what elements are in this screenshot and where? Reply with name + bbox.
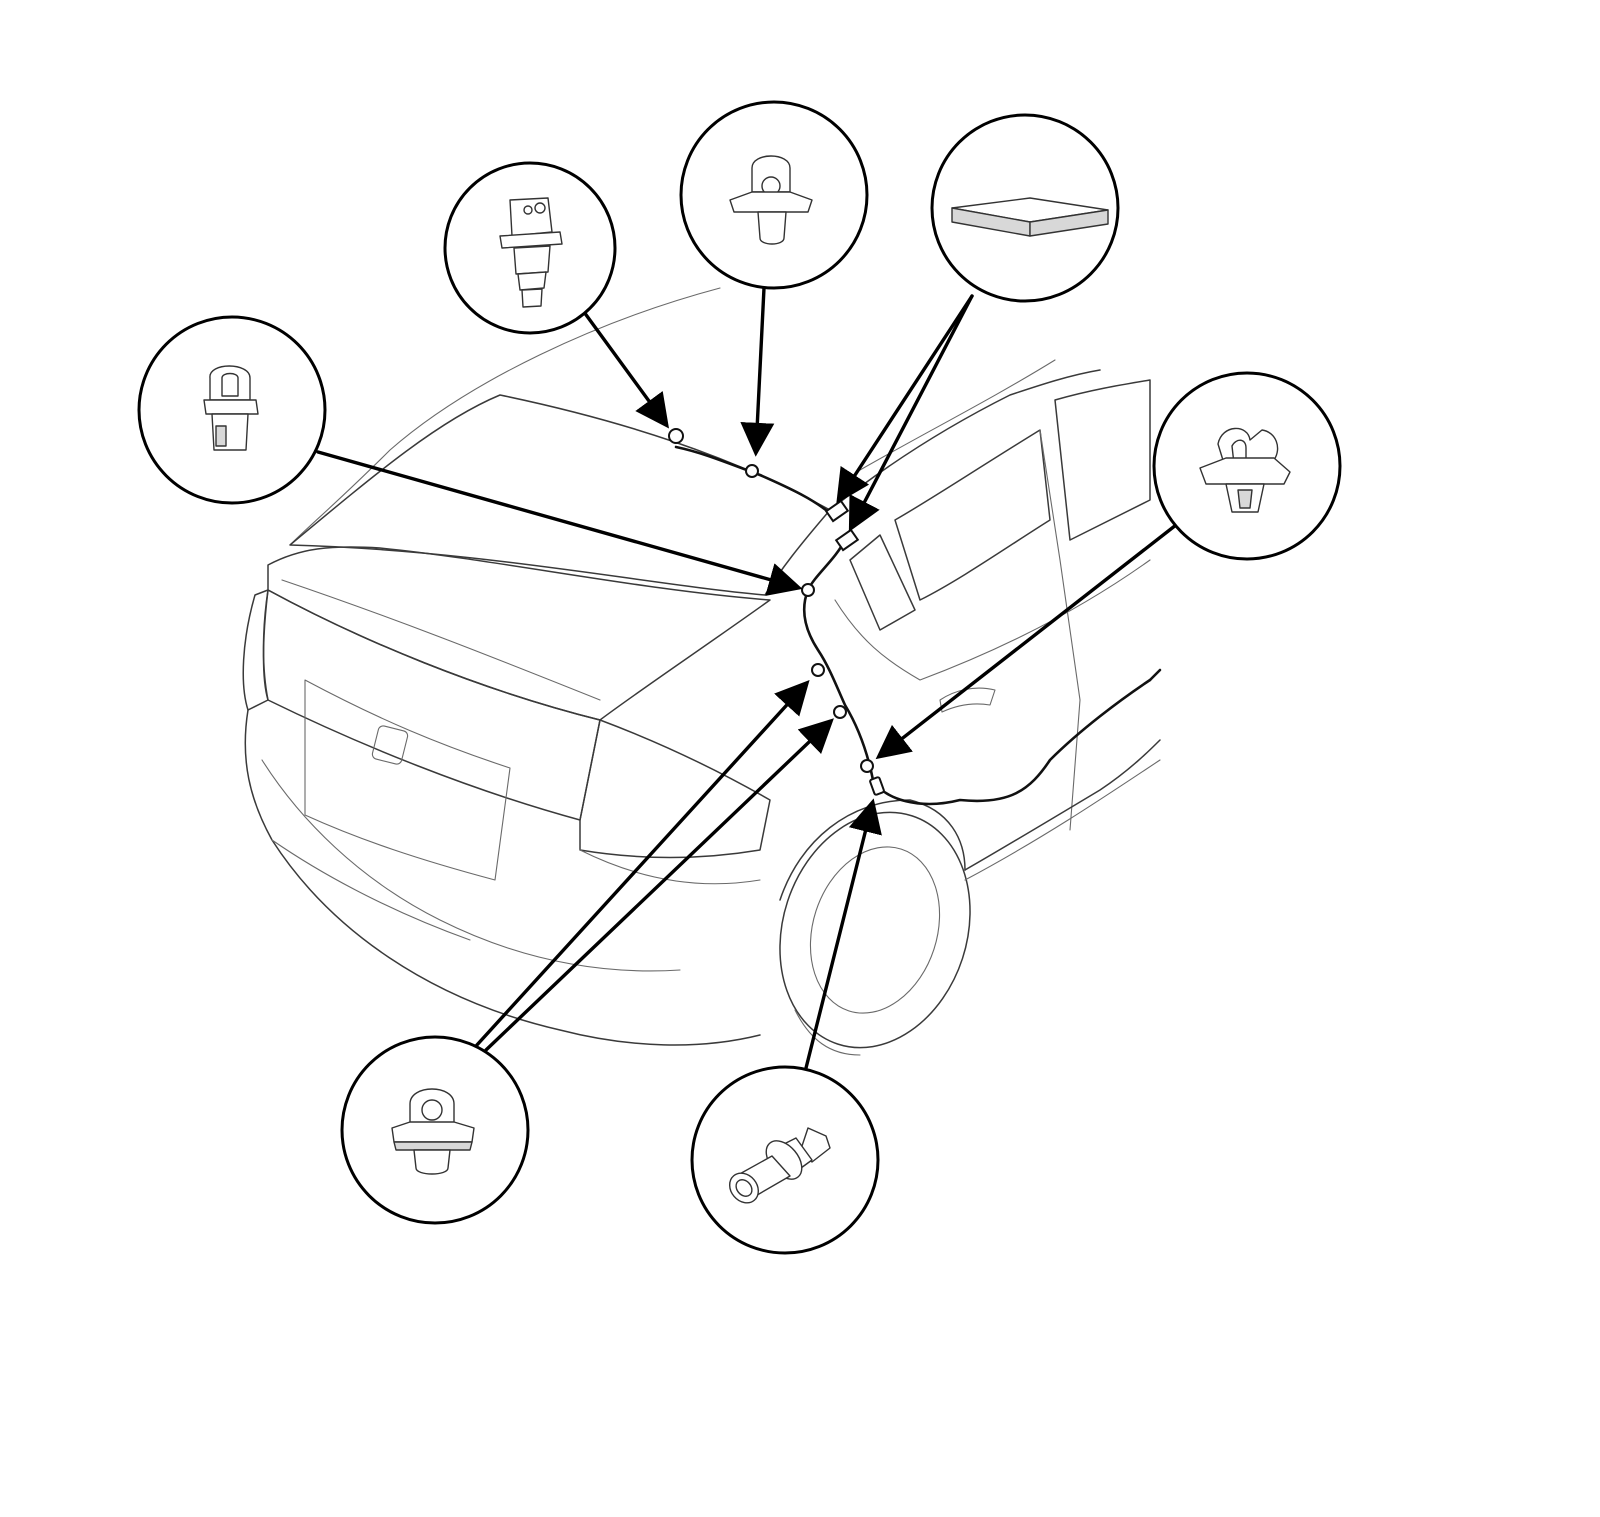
callout-top-clip: [679, 100, 869, 290]
leader-top-clip: [740, 286, 775, 457]
hose-clamp-icon: [203, 365, 259, 451]
foam-cushion-icon: [951, 197, 1109, 237]
route-clip-upper-left: [801, 583, 815, 597]
leader-nozzle: [582, 310, 670, 429]
route-clip-mid-1: [811, 663, 825, 677]
leader-lower-clip-a: [474, 679, 810, 1048]
callout-foam-pad: [930, 113, 1120, 303]
leader-lower-clip-b: [484, 718, 834, 1052]
hose-clamp-icon-side: [1199, 427, 1291, 513]
washer-hose-route: [668, 428, 1162, 806]
nozzle-marker: [668, 428, 684, 444]
leader-joint: [801, 798, 882, 1082]
hose-clip-icon-lower: [391, 1088, 475, 1175]
vehicle-outline: [242, 287, 1161, 1056]
route-joint: [869, 776, 885, 796]
leader-lines: [316, 286, 1178, 1082]
route-clip-mid-2: [833, 705, 847, 719]
callout-side-clip: [1152, 371, 1342, 561]
leader-side-clip: [875, 523, 1178, 760]
callout-joint: [690, 1065, 880, 1255]
callout-nozzle: [443, 161, 617, 335]
route-pad-b: [834, 528, 860, 552]
route-clip-top: [745, 464, 759, 478]
leader-foam-pad-b: [848, 294, 974, 533]
route-clip-side: [860, 759, 874, 773]
washer-nozzle-icon: [499, 197, 563, 308]
leader-upper-left-clip: [316, 450, 803, 596]
route-pad-a: [824, 499, 850, 523]
hose-clip-icon: [729, 155, 813, 245]
callout-lower-clip: [340, 1035, 530, 1225]
leader-foam-pad-a: [836, 294, 974, 504]
hose-joint-icon: [728, 1127, 831, 1204]
callout-upper-left-clip: [137, 315, 327, 505]
